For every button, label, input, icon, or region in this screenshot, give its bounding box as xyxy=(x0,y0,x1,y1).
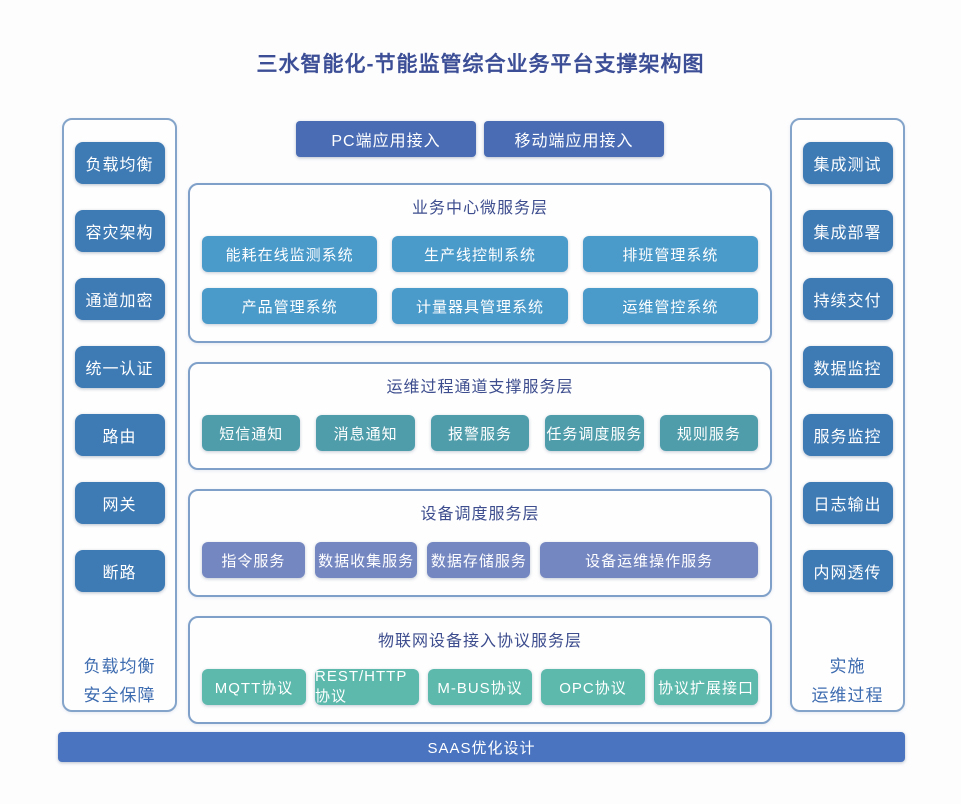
node-device-ops-operation-service: 设备运维操作服务 xyxy=(540,542,758,578)
node-message-notification: 消息通知 xyxy=(316,415,415,451)
node-production-line-control: 生产线控制系统 xyxy=(392,236,568,272)
section-title: 运维过程通道支撑服务层 xyxy=(386,379,574,396)
section-business-microservices: 业务中心微服务层 能耗在线监测系统 生产线控制系统 排班管理系统 产品管理系统 … xyxy=(188,183,772,343)
sidebar-item-gateway: 网关 xyxy=(74,482,165,524)
node-product-management: 产品管理系统 xyxy=(202,288,378,324)
sidebar-item-service-monitoring: 服务监控 xyxy=(802,414,893,456)
sidebar-item-circuit-break: 断路 xyxy=(74,550,165,592)
node-rest-http-protocol: REST/HTTP协议 xyxy=(315,668,419,705)
section-title: 设备调度服务层 xyxy=(420,506,540,523)
sidebar-item-integration-test: 集成测试 xyxy=(802,142,893,184)
node-opc-protocol: OPC协议 xyxy=(541,669,645,705)
node-protocol-extension-interface: 协议扩展接口 xyxy=(654,669,758,705)
sidebar-item-log-output: 日志输出 xyxy=(802,482,893,524)
node-rule-service: 规则服务 xyxy=(659,415,759,451)
sidebar-item-unified-auth: 统一认证 xyxy=(74,346,165,388)
saas-optimization-bar: SAAS优化设计 xyxy=(58,732,905,762)
right-sidebar-caption: 实施 运维过程 xyxy=(812,652,884,710)
application-access-row: PC端应用接入 移动端应用接入 xyxy=(188,121,772,157)
right-sidebar: 集成测试 集成部署 持续交付 数据监控 服务监控 日志输出 内网透传 实施 运维… xyxy=(790,118,905,712)
pc-access-node: PC端应用接入 xyxy=(296,121,476,157)
center-column: PC端应用接入 移动端应用接入 业务中心微服务层 能耗在线监测系统 生产线控制系… xyxy=(188,121,772,743)
section-iot-protocol: 物联网设备接入协议服务层 MQTT协议 REST/HTTP协议 M-BUS协议 … xyxy=(188,616,772,724)
page-title: 三水智能化-节能监管综合业务平台支撑架构图 xyxy=(256,53,705,76)
node-alarm-service: 报警服务 xyxy=(430,415,530,451)
caption-line: 负载均衡 xyxy=(83,657,156,676)
left-sidebar-caption: 负载均衡 安全保障 xyxy=(84,652,156,710)
node-shift-management: 排班管理系统 xyxy=(582,236,758,272)
node-mqtt-protocol: MQTT协议 xyxy=(202,669,306,705)
node-row: 产品管理系统 计量器具管理系统 运维管控系统 xyxy=(202,288,758,324)
sidebar-item-disaster-recovery: 容灾架构 xyxy=(74,210,165,252)
sidebar-item-load-balancing: 负载均衡 xyxy=(74,142,165,184)
node-ops-control: 运维管控系统 xyxy=(582,288,758,324)
node-data-collection-service: 数据收集服务 xyxy=(314,542,418,578)
section-title: 物联网设备接入协议服务层 xyxy=(377,633,582,650)
caption-line: 安全保障 xyxy=(83,686,156,705)
node-energy-monitoring: 能耗在线监测系统 xyxy=(202,236,378,272)
sidebar-item-continuous-delivery: 持续交付 xyxy=(802,278,893,320)
node-command-service: 指令服务 xyxy=(202,542,305,578)
node-row: MQTT协议 REST/HTTP协议 M-BUS协议 OPC协议 协议扩展接口 xyxy=(202,668,758,705)
node-task-scheduling-service: 任务调度服务 xyxy=(545,415,644,451)
caption-line: 运维过程 xyxy=(811,686,884,705)
node-metering-instrument-management: 计量器具管理系统 xyxy=(392,288,568,324)
sidebar-item-integration-deploy: 集成部署 xyxy=(802,210,893,252)
section-device-scheduling: 设备调度服务层 指令服务 数据收集服务 数据存储服务 设备运维操作服务 xyxy=(188,489,772,597)
sidebar-item-data-monitoring: 数据监控 xyxy=(802,346,893,388)
node-row: 能耗在线监测系统 生产线控制系统 排班管理系统 xyxy=(202,236,758,272)
node-data-storage-service: 数据存储服务 xyxy=(427,542,531,578)
sidebar-item-intranet-passthrough: 内网透传 xyxy=(802,550,893,592)
left-sidebar: 负载均衡 容灾架构 通道加密 统一认证 路由 网关 断路 负载均衡 安全保障 xyxy=(62,118,177,712)
node-row: 指令服务 数据收集服务 数据存储服务 设备运维操作服务 xyxy=(202,542,758,578)
section-ops-channel-support: 运维过程通道支撑服务层 短信通知 消息通知 报警服务 任务调度服务 规则服务 xyxy=(188,362,772,470)
node-mbus-protocol: M-BUS协议 xyxy=(428,669,532,705)
node-row: 短信通知 消息通知 报警服务 任务调度服务 规则服务 xyxy=(202,415,759,451)
caption-line: 实施 xyxy=(829,657,866,676)
sidebar-item-channel-encryption: 通道加密 xyxy=(74,278,165,320)
sidebar-item-routing: 路由 xyxy=(74,414,165,456)
mobile-access-node: 移动端应用接入 xyxy=(484,121,664,157)
node-sms-notification: 短信通知 xyxy=(202,415,301,451)
section-title: 业务中心微服务层 xyxy=(411,200,548,217)
